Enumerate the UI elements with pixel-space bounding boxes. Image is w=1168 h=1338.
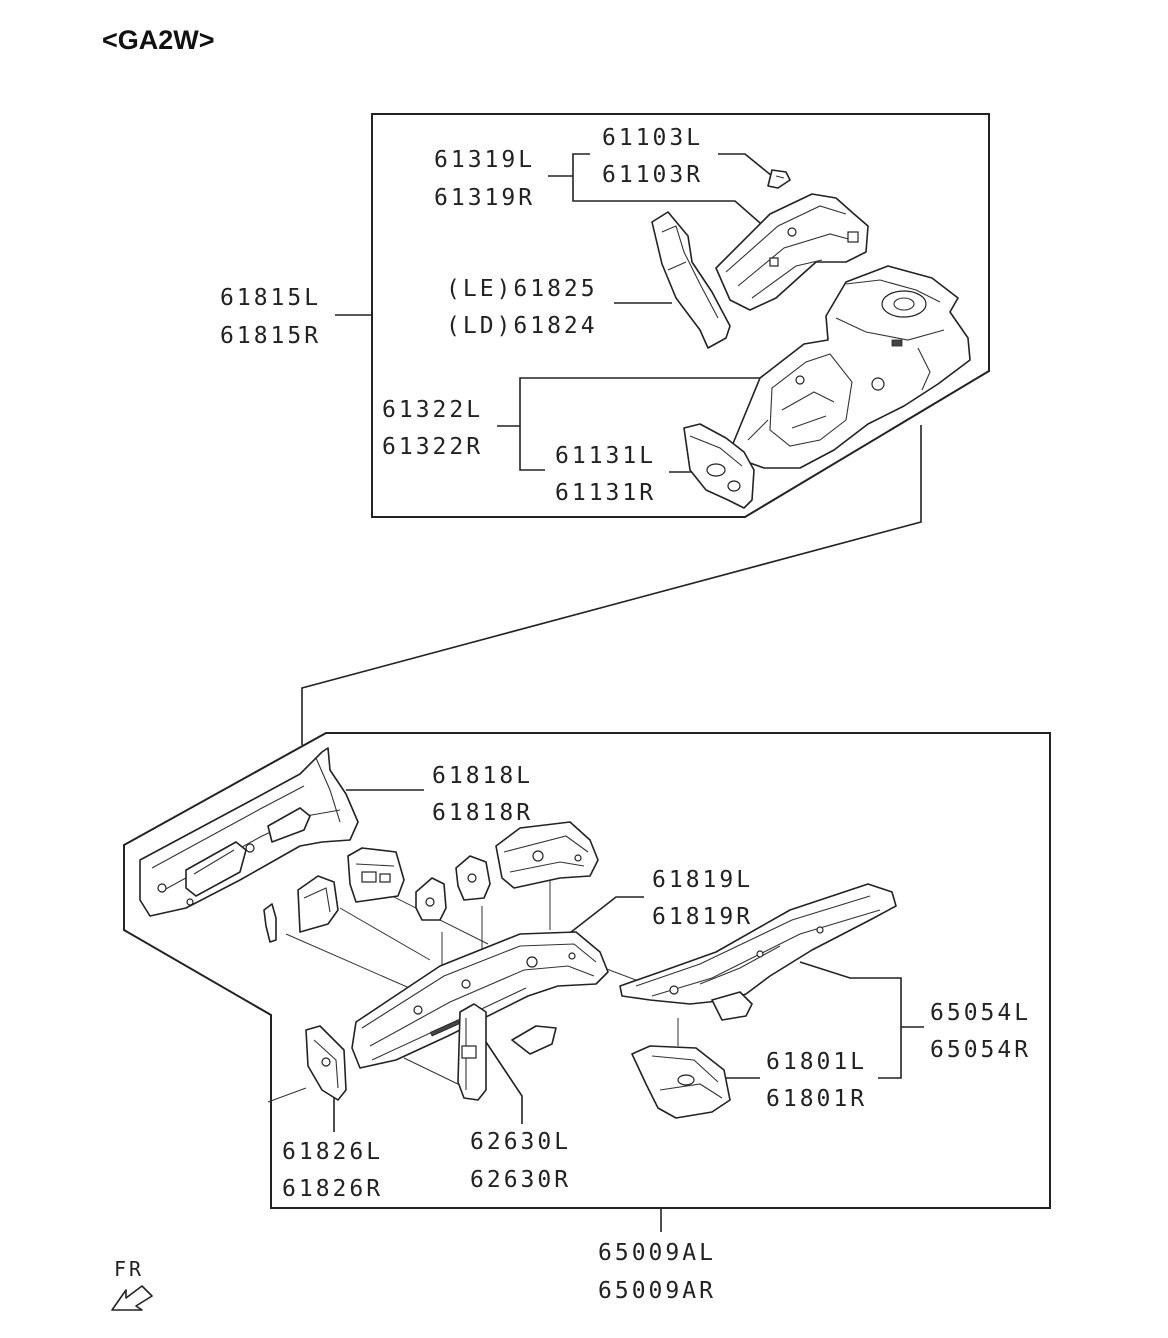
part-brackets-row — [297, 821, 599, 933]
label-61322L: 61322L — [382, 397, 483, 423]
part-61322-apron — [731, 265, 971, 469]
leader-65054 — [799, 961, 902, 1079]
label-62630L: 62630L — [470, 1129, 571, 1155]
lower-group: 61818L 61818R 61819L 61819R 65054L 65054… — [123, 732, 1051, 1304]
part-small-scoop — [511, 1025, 557, 1055]
label-62630R: 62630R — [470, 1167, 571, 1193]
upper-group: 61815L 61815R 61103L 61103R 61319L 61319… — [220, 113, 990, 518]
label-61818R: 61818R — [432, 800, 533, 826]
part-61818-panel — [139, 747, 359, 917]
label-65009AR: 65009AR — [598, 1278, 716, 1304]
front-direction-label: FR — [114, 1257, 144, 1281]
label-61826R: 61826R — [282, 1176, 383, 1202]
label-61801L: 61801L — [766, 1049, 867, 1075]
part-61826-pillar-plate — [305, 1025, 347, 1101]
label-61322R: 61322R — [382, 434, 483, 460]
part-61319-gusset — [715, 193, 869, 311]
label-61815R: 61815R — [220, 323, 321, 349]
label-61103R: 61103R — [602, 162, 703, 188]
part-small-strap — [263, 903, 277, 943]
part-61825-plate — [651, 211, 731, 349]
label-65054L: 65054L — [930, 1000, 1031, 1026]
label-61815L: 61815L — [220, 285, 321, 311]
part-61801-crossmember — [631, 1045, 731, 1119]
label-61819L: 61819L — [652, 867, 753, 893]
label-65054R: 65054R — [930, 1037, 1031, 1063]
leader-61103 — [718, 153, 773, 177]
label-61319R: 61319R — [434, 185, 535, 211]
part-65054-rear-member — [619, 883, 897, 1021]
group-connector-line — [301, 425, 922, 745]
label-61131R: 61131R — [555, 480, 656, 506]
label-61818L: 61818L — [432, 763, 533, 789]
part-61103-bracket — [767, 169, 791, 189]
part-62630-bracket — [457, 1003, 487, 1101]
part-61819-front-member — [351, 931, 609, 1069]
label-65009AL: 65009AL — [598, 1240, 716, 1266]
leader-61819 — [565, 896, 644, 937]
leader-61319 — [572, 153, 769, 231]
leader-62630 — [485, 1041, 523, 1124]
upper-group-frame — [371, 113, 990, 518]
label-61131L: 61131L — [555, 443, 656, 469]
label-61801R: 61801R — [766, 1086, 867, 1112]
label-61103L: 61103L — [602, 125, 703, 151]
label-61319L: 61319L — [434, 147, 535, 173]
label-61826L: 61826L — [282, 1139, 383, 1165]
arrow-down-left-icon — [111, 1285, 153, 1311]
label-61819R: 61819R — [652, 904, 753, 930]
part-61131-extension — [683, 423, 755, 509]
front-direction-indicator: FR — [111, 1257, 153, 1311]
leader-61322 — [519, 377, 775, 471]
label-61824: (LD)61824 — [446, 313, 598, 339]
diagram-title: <GA2W> — [102, 25, 215, 55]
label-61825: (LE)61825 — [446, 276, 598, 302]
